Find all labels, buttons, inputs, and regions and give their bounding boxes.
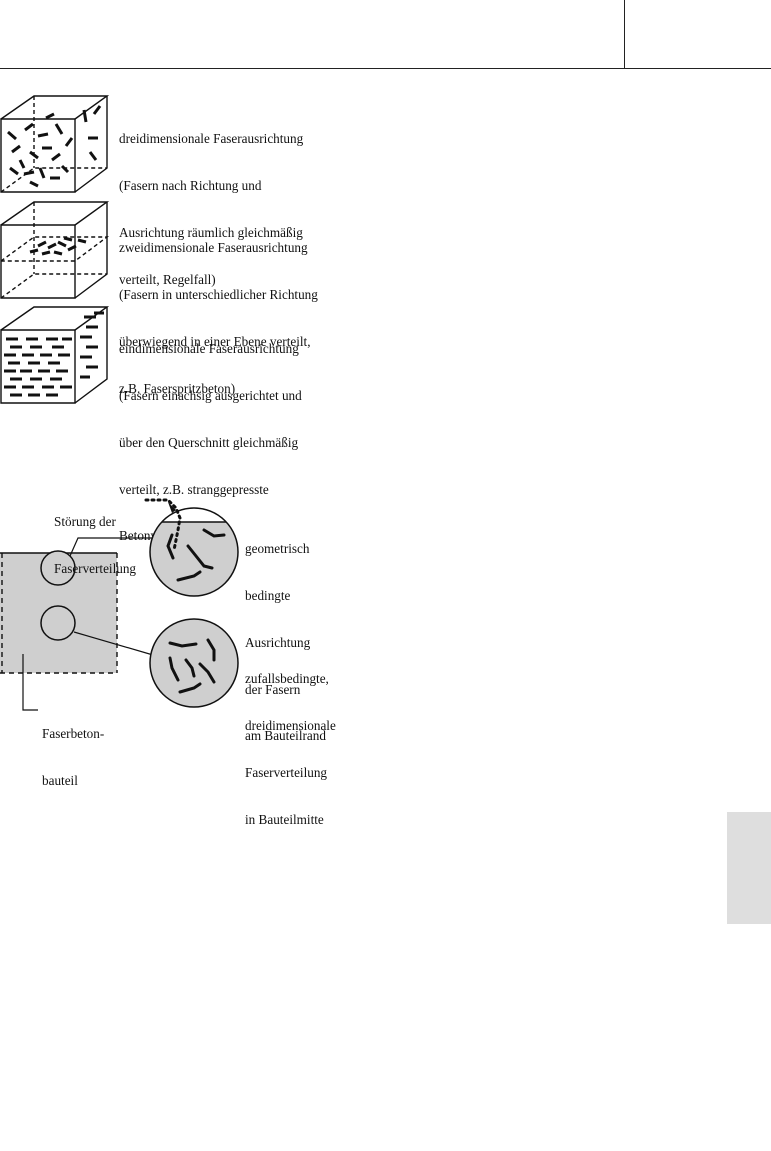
label-edge-line5: am Bauteilrand [245, 728, 326, 744]
label-disturbance-line2: Faserverteilung [54, 560, 137, 576]
label-center-line2: dreidimensionale [245, 717, 336, 733]
fig1-caption-1d-line4: verteilt, z.B. stranggepresste [119, 481, 269, 497]
label-center-line4: in Bauteilmitte [245, 811, 324, 827]
figure-fiber-orientation: dreidimensionale Faserausrichtung (Faser… [0, 88, 360, 543]
label-center-line3: Faserverteilung [245, 764, 328, 780]
fig1-caption-2d-line2: (Fasern in unterschiedlicher Richtung [119, 286, 318, 302]
fig1-caption-2d-line1: zweidimensionale Faserausrichtung [119, 240, 308, 256]
label-member-line2: bauteil [42, 772, 78, 788]
fig1-caption-3d-line2: (Fasern nach Richtung und [119, 177, 262, 193]
label-center-line1: zufallsbedingte, [245, 671, 329, 687]
cube-2d-orientation-icon [0, 201, 110, 299]
fig1-caption-3d-line1: dreidimensionale Faserausrichtung [119, 131, 304, 147]
fig1-caption-1d-line3: über den Querschnitt gleichmäßig [119, 434, 299, 450]
label-edge-line1: geometrisch [245, 541, 310, 557]
header-rule [0, 68, 771, 69]
label-member-line1: Faserbeton- [42, 726, 105, 742]
thumb-index-tab [727, 812, 771, 924]
fig1-caption-2d-line4: z.B. Faserspritzbeton) [119, 380, 236, 396]
label-edge-line2: bedingte [245, 587, 291, 603]
fig1-caption-1d-line2: (Fasern einachsig ausgerichtet und [119, 387, 302, 403]
header-divider [624, 0, 625, 68]
cube-3d-orientation-icon [0, 95, 110, 193]
cube-1d-orientation-icon [0, 306, 110, 404]
fig1-caption-3d-line3: Ausrichtung räumlich gleichmäßig [119, 224, 303, 240]
fiber-member-diagram [0, 498, 239, 711]
label-edge-line4: der Fasern [245, 681, 301, 697]
fig1-caption-1d-line1: eindimensionale Faserausrichtung [119, 341, 299, 357]
label-edge-line3: Ausrichtung [245, 634, 311, 650]
fig1-caption-2d-line3: überwiegend in einer Ebene verteilt, [119, 333, 311, 349]
label-disturbance-line1: Störung der [54, 514, 116, 530]
fig1-caption-3d-line4: verteilt, Regelfall) [119, 271, 216, 287]
figure-fiber-distribution: Störung der Faserverteilung geometrisch … [0, 480, 360, 827]
